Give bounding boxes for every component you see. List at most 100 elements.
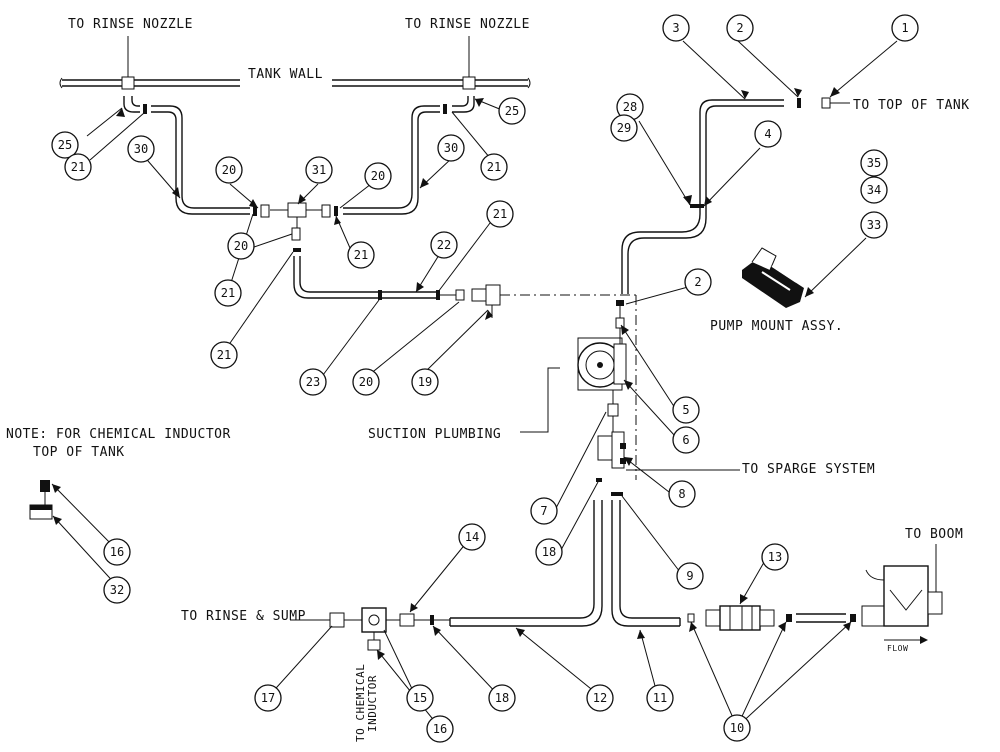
callout-c8: 8 [668, 480, 696, 508]
callout-number: 21 [221, 286, 235, 300]
label-to-top-of-tank: TO TOP OF TANK [853, 98, 970, 113]
rinse-supply-line [293, 256, 636, 318]
label-to-rinse-and-sump: TO RINSE & SUMP [181, 609, 306, 624]
callout-c29: 29 [610, 114, 638, 142]
callout-number: 30 [134, 142, 148, 156]
callout-c21d: 21 [347, 241, 375, 269]
callout-c25a: 25 [51, 131, 79, 159]
callout-number: 11 [653, 691, 667, 705]
callout-c20d: 20 [352, 368, 380, 396]
callout-number: 8 [678, 487, 685, 501]
callout-c21c: 21 [214, 279, 242, 307]
callout-c30b: 30 [437, 134, 465, 162]
callout-number: 20 [234, 239, 248, 253]
callout-number: 14 [465, 530, 479, 544]
callout-c6: 6 [672, 426, 700, 454]
callout-c2b: 2 [684, 268, 712, 296]
callout-number: 35 [867, 156, 881, 170]
callout-c11: 11 [646, 684, 674, 712]
label-suction-plumbing: SUCTION PLUMBING [368, 427, 501, 442]
callout-c18a: 18 [535, 538, 563, 566]
label-to-sparge-system: TO SPARGE SYSTEM [742, 462, 875, 477]
callout-c5: 5 [672, 396, 700, 424]
label-note-line1: NOTE: FOR CHEMICAL INDUCTOR [6, 427, 231, 442]
arrowheads [52, 87, 851, 660]
callout-number: 21 [217, 348, 231, 362]
callout-number: 28 [623, 100, 637, 114]
top-of-tank-hose [621, 97, 850, 294]
callout-c31: 31 [305, 156, 333, 184]
callout-number: 16 [110, 545, 124, 559]
callout-c20c: 20 [227, 232, 255, 260]
boom-line [687, 544, 943, 644]
callout-number: 4 [764, 127, 771, 141]
label-tank-wall: TANK WALL [248, 67, 323, 82]
callout-c23: 23 [299, 368, 327, 396]
callout-number: 1 [901, 21, 908, 35]
callout-number: 5 [682, 403, 689, 417]
callout-number: 18 [495, 691, 509, 705]
callout-c21e: 21 [486, 200, 514, 228]
callout-c25b: 25 [498, 97, 526, 125]
label-note-line2: TOP OF TANK [33, 445, 125, 460]
callout-c12: 12 [586, 684, 614, 712]
callout-c35: 35 [860, 149, 888, 177]
callout-number: 21 [487, 160, 501, 174]
rinse-hose-right [343, 96, 475, 215]
callout-number: 21 [493, 207, 507, 221]
label-flow: FLOW [887, 644, 908, 653]
callout-c15: 15 [406, 684, 434, 712]
callout-number: 7 [540, 504, 547, 518]
callout-number: 34 [867, 183, 881, 197]
callout-c20b: 20 [364, 162, 392, 190]
callout-c18b: 18 [488, 684, 516, 712]
callout-c20a: 20 [215, 156, 243, 184]
callout-number: 18 [542, 545, 556, 559]
callout-c16b: 16 [426, 715, 454, 743]
callout-c16a: 16 [103, 538, 131, 566]
callout-number: 15 [413, 691, 427, 705]
label-to-chemical-line2: INDUCTOR [366, 675, 379, 732]
callout-c21f: 21 [210, 341, 238, 369]
callout-c10: 10 [723, 714, 751, 742]
callout-number: 10 [730, 721, 744, 735]
callout-c21b: 21 [480, 153, 508, 181]
callout-number: 22 [437, 238, 451, 252]
callout-c22: 22 [430, 231, 458, 259]
callout-number: 13 [768, 550, 782, 564]
tank-wall [59, 36, 531, 90]
pump-mount-assy [742, 247, 804, 308]
callout-c14: 14 [458, 523, 486, 551]
callout-number: 12 [593, 691, 607, 705]
callout-number: 2 [694, 275, 701, 289]
callout-number: 23 [306, 375, 320, 389]
callout-c33: 33 [860, 211, 888, 239]
callout-number: 32 [110, 583, 124, 597]
callout-number: 6 [682, 433, 689, 447]
valve-assembly [596, 390, 740, 496]
callout-number: 20 [222, 163, 236, 177]
pump-assembly [540, 295, 637, 480]
callout-c30a: 30 [127, 135, 155, 163]
callout-c34: 34 [860, 176, 888, 204]
callout-number: 17 [261, 691, 275, 705]
callout-c19: 19 [411, 368, 439, 396]
callout-number: 33 [867, 218, 881, 232]
callout-c3: 3 [662, 14, 690, 42]
inductor-manifold [290, 607, 450, 651]
callout-number: 2 [736, 21, 743, 35]
label-to-chemical-line1: TO CHEMICAL [354, 664, 367, 742]
label-to-rinse-nozzle-right: TO RINSE NOZZLE [405, 17, 530, 32]
tee-fitting [270, 202, 338, 252]
label-to-rinse-nozzle-left: TO RINSE NOZZLE [68, 17, 193, 32]
callout-number: 30 [444, 141, 458, 155]
callout-c4: 4 [754, 120, 782, 148]
callout-number: 31 [312, 163, 326, 177]
callout-number: 16 [433, 722, 447, 736]
callout-c32: 32 [103, 576, 131, 604]
callout-c13: 13 [761, 543, 789, 571]
label-to-boom: TO BOOM [905, 527, 963, 542]
callout-number: 20 [359, 375, 373, 389]
